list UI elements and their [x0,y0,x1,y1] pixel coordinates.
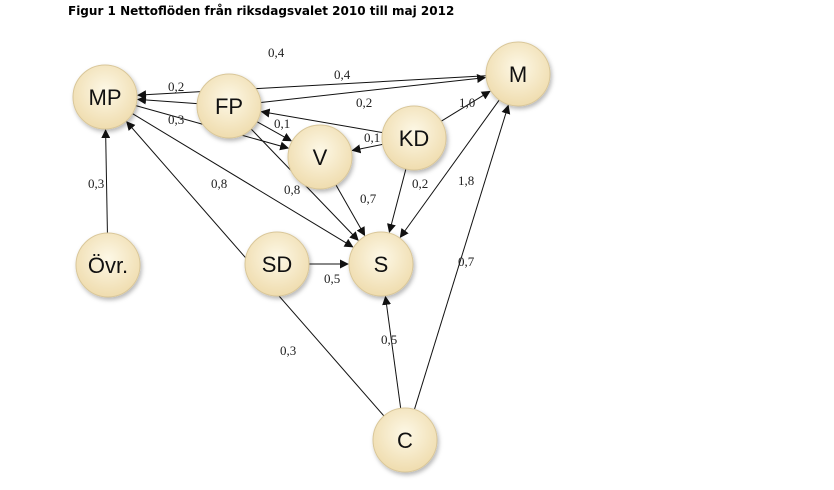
edge-kd-to-m [440,90,491,122]
node-c: C [372,407,438,473]
edge-label-m-to-mp: 0,4 [268,45,285,60]
edge-label-kd-to-s: 0,2 [412,176,428,191]
edge-m-to-s [399,99,500,238]
edge-label-c-to-s: 0,5 [381,332,397,347]
node-ovr: Övr. [75,232,141,298]
node-label: SD [262,252,293,277]
node-s: S [348,231,414,297]
node-circle [381,105,447,171]
edge-label-kd-to-fp: 0,2 [356,95,372,110]
node-kd: KD [381,105,447,171]
node-circle [72,64,138,130]
node-circle [244,231,310,297]
edge-label-kd-to-m: 1,0 [459,95,475,110]
node-v: V [287,124,353,190]
node-label: M [509,62,527,87]
edge-label-fp-to-s: 0,8 [284,182,300,197]
edge-fp-to-m [260,74,487,103]
edge-label-c-to-mp: 0,3 [280,343,296,358]
node-label: MP [89,85,122,110]
edge-label-ovr-to-mp: 0,3 [88,176,104,191]
node-circle [348,231,414,297]
edge-kd-to-s [387,168,407,233]
node-label: KD [399,126,430,151]
edge-label-mp-to-v: 0,3 [168,112,184,127]
node-label: C [397,428,413,453]
edge-label-fp-to-v: 0,1 [274,116,290,131]
edge-kd-to-v [351,143,383,154]
edge-label-mp-to-s: 0,8 [211,176,227,191]
edge-v-to-s [335,184,366,237]
node-label: V [313,145,328,170]
edge-mp-to-s [132,113,354,248]
edge-label-fp-to-mp: 0,2 [168,79,184,94]
edge-ovr-to-mp [101,129,111,234]
edge-m-to-mp [137,75,487,100]
edge-label-sd-to-s: 0,5 [324,271,340,286]
node-circle [196,73,262,139]
node-circle [287,124,353,190]
edge-fp-to-v [256,121,292,142]
edge-label-kd-to-v: 0,1 [364,130,380,145]
edge-fp-to-mp [137,95,198,105]
edge-c-to-s [382,295,402,409]
node-label: FP [215,94,243,119]
node-fp: FP [196,73,262,139]
edge-kd-to-fp [260,108,383,134]
node-mp: MP [72,64,138,130]
nodes-layer: MP FP V KD M S SD Övr. C [72,41,551,473]
node-label: Övr. [88,253,128,278]
edge-label-v-to-s: 0,7 [360,191,377,206]
node-label: S [374,252,389,277]
node-sd: SD [244,231,310,297]
node-circle [75,232,141,298]
node-circle [485,41,551,107]
edge-label-fp-to-m: 0,4 [334,67,351,82]
edges-layer: 0,4 0,4 0,2 0,2 1,0 0,3 0,1 0,1 0,8 0,8 0,7 0,2 1,8 0… [88,45,511,417]
edge-c-to-m [413,104,511,410]
figure-title: Figur 1 Nettoflöden från riksdagsvalet 2… [68,4,455,18]
node-m: M [485,41,551,107]
edge-label-m-to-s: 1,8 [458,173,474,188]
node-circle [372,407,438,473]
edge-label-c-to-m: 0,7 [458,254,475,269]
